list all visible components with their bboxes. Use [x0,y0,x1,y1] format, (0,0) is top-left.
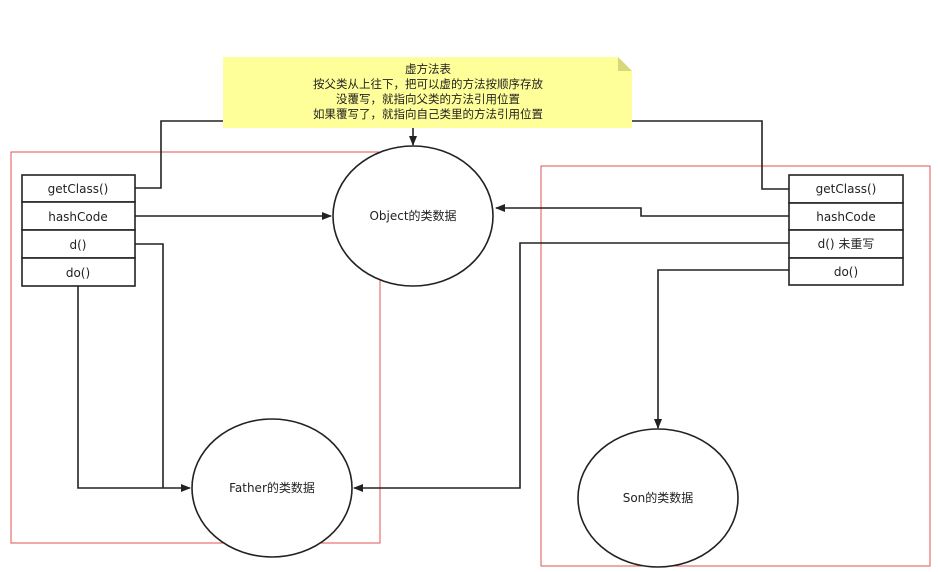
son-vtable-label-hashcode: hashCode [816,210,876,224]
son-vtable-row-do[interactable] [788,257,904,286]
connector-son-hashcode-to-object [495,204,789,217]
note-title: 虚方法表 [405,62,451,76]
son-vtable-label-do: do() [834,265,858,279]
son-vtable-label-d: d() 未重写 [818,237,875,251]
father-vtable-label-hashcode: hashCode [48,210,108,224]
son-vtable-label-getclass: getClass() [816,182,877,196]
note-folded-corner [618,57,632,71]
son-class-data-node[interactable]: Son的类数据 [577,428,739,568]
note-box [223,57,632,128]
son-vtable-row-hashcode[interactable] [788,202,904,231]
vtable-note: 虚方法表 按父类从上往下，把可以虚的方法按顺序存放 没覆写，就指向父类的方法引用… [223,57,632,128]
connector-father-do-to-father [77,286,191,492]
father-vtable: getClass() hashCode d() do() [21,174,136,287]
son-group-frame [540,165,931,567]
son-vtable-row-getclass[interactable] [788,174,904,204]
father-vtable-label-d: d() [70,238,87,252]
father-vtable-row-do[interactable] [21,257,136,287]
father-class-data-node[interactable]: Father的类数据 [191,418,353,558]
father-class-data-label: Father的类数据 [229,480,315,495]
father-group-frame [10,151,381,544]
connector-father-d-to-father [135,243,164,488]
son-class-data-label: Son的类数据 [623,490,694,505]
son-vtable: getClass() hashCode d() 未重写 do() [788,174,904,286]
object-class-data-node[interactable]: Object的类数据 [332,145,494,287]
connector-father-getclass-to-object [135,120,417,189]
note-line-1: 按父类从上往下，把可以虚的方法按顺序存放 [313,77,543,91]
father-vtable-label-getclass: getClass() [48,182,109,196]
father-vtable-row-hashcode[interactable] [21,201,136,231]
son-class-data-ellipse [577,428,739,568]
object-class-data-ellipse [332,145,494,287]
object-class-data-label: Object的类数据 [369,208,456,223]
son-vtable-row-d[interactable] [788,229,904,259]
connector-son-d-to-father [353,242,789,492]
father-class-data-ellipse [191,418,353,558]
note-line-3: 如果覆写了，就指向自己类里的方法引用位置 [313,107,543,121]
connector-son-do-to-son [654,269,789,429]
father-vtable-label-do: do() [66,266,90,280]
note-line-2: 没覆写，就指向父类的方法引用位置 [336,92,520,106]
